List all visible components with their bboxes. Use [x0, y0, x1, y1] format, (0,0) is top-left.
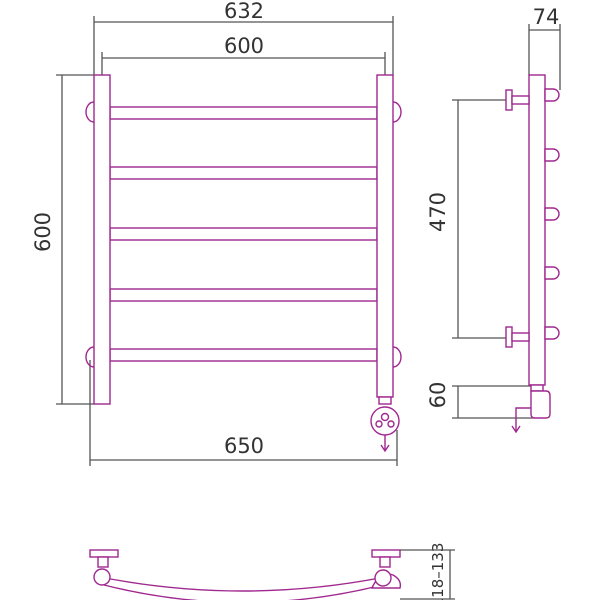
wall-offset-label: 118–133 [429, 543, 447, 600]
dimension-axis-width: 600 [101, 34, 386, 75]
dimension-height: 600 [31, 74, 94, 405]
mount-spacing-label: 470 [426, 192, 450, 232]
dimension-heater-height: 60 [426, 382, 535, 419]
top-right-mount [370, 549, 402, 589]
height-label: 600 [31, 212, 55, 252]
heater-element-icon [370, 396, 400, 453]
brackets [85, 101, 402, 368]
dimension-overall-width: 632 [93, 0, 394, 75]
overall-width-label: 632 [224, 0, 264, 23]
rail-ends [544, 88, 560, 340]
depth-label: 74 [533, 5, 560, 29]
top-view: 118–133 [89, 543, 455, 600]
dimension-wall-offset: 118–133 [400, 543, 455, 600]
side-post [528, 74, 546, 386]
wall-width-label: 650 [224, 434, 264, 458]
side-view: 74 470 60 [426, 5, 561, 434]
front-view: 632 600 600 650 [31, 0, 402, 466]
top-left-mount [89, 549, 119, 586]
left-post [93, 74, 111, 405]
heater-height-label: 60 [426, 382, 450, 409]
right-post [376, 74, 394, 398]
side-heater-icon [511, 384, 551, 434]
dimension-wall-width: 650 [89, 360, 398, 466]
rails [109, 106, 378, 362]
dimension-mount-spacing: 470 [426, 99, 512, 339]
dimension-depth: 74 [528, 5, 561, 90]
axis-width-label: 600 [224, 34, 264, 58]
wall-mounts [505, 89, 530, 348]
